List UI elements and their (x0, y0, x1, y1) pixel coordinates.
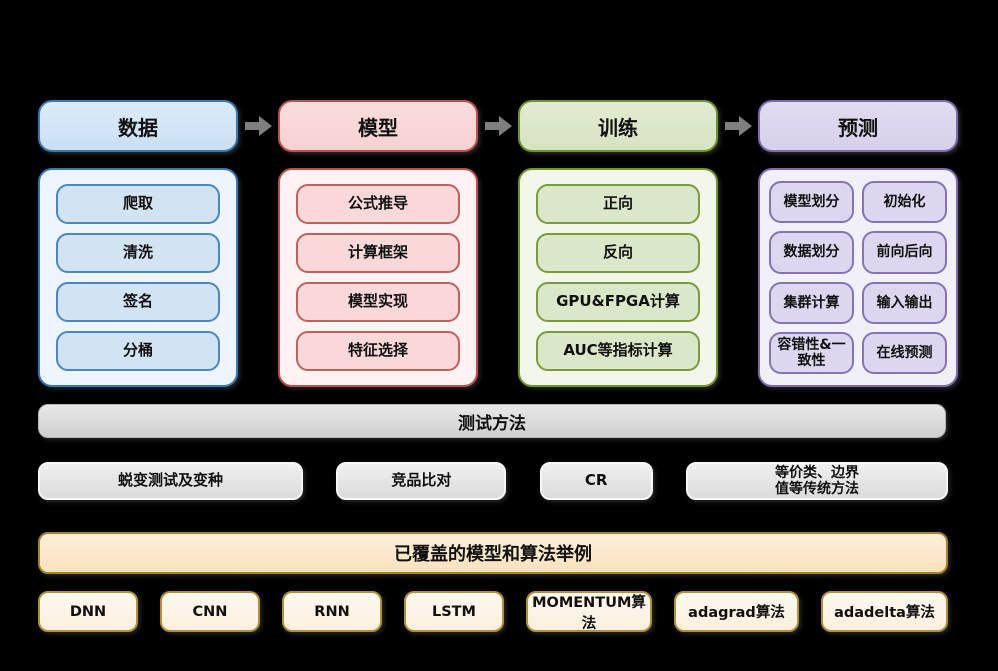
test-methods-row: 蜕变测试及变种 竞品比对 CR 等价类、边界值等传统方法 (38, 462, 948, 500)
pipeline-item: 初始化 (862, 181, 947, 224)
pipeline-item: 输入输出 (862, 281, 947, 324)
pipeline-item-label: 反向 (602, 243, 633, 262)
pipeline-item-label: 模型划分 (783, 194, 840, 211)
pipeline-item-label: 初始化 (883, 194, 926, 211)
panel-training: 正向反向 GPU&FPGA计算 AUC等指标计算 (518, 168, 718, 387)
panel-data: 爬取清洗签名分桶 (38, 168, 238, 387)
algorithms-bar: 已覆盖的模型和算法举例 (38, 532, 948, 574)
pipeline-item: 特征选择 (296, 331, 460, 371)
spacer (238, 168, 278, 387)
pipeline-item: 清洗 (56, 233, 220, 273)
test-methods-title: 测试方法 (458, 413, 526, 434)
pipeline-item-label: 清洗 (122, 243, 153, 262)
algorithm-label: RNN (314, 603, 350, 620)
algorithm-label: adadelta算法 (834, 605, 935, 621)
test-method-box: 竞品比对 (336, 462, 507, 500)
test-methods-bar: 测试方法 (38, 404, 946, 438)
stage-header-label: 预测 (838, 115, 878, 140)
algorithm-box: LSTM (404, 591, 504, 632)
stage-header-training: 训练 (518, 100, 718, 152)
pipeline-item-label: 在线预测 (876, 344, 933, 361)
pipeline-item: 模型划分 (769, 181, 854, 224)
pipeline-item: 签名 (56, 282, 220, 322)
algorithm-box: adagrad算法 (674, 591, 799, 632)
pipeline-item: 爬取 (56, 184, 220, 224)
test-method-label: 蜕变测试及变种 (117, 471, 223, 490)
pipeline-item: 计算框架 (296, 233, 460, 273)
pipeline-item-label: 正向 (602, 194, 633, 213)
pipeline-item-label: AUC等指标计算 (563, 341, 673, 360)
pipeline-item-label: 签名 (122, 292, 153, 311)
stage-header-label: 模型 (358, 115, 398, 140)
algorithms-title: 已覆盖的模型和算法举例 (394, 544, 592, 565)
pipeline-item-label: GPU&FPGA计算 (556, 292, 680, 311)
stage-header-label: 数据 (118, 115, 158, 140)
pipeline-item-label: 计算框架 (347, 243, 408, 262)
test-method-box: CR (539, 462, 653, 500)
pipeline-item-label: 容错性&一致性 (777, 336, 846, 369)
pipeline-item: 反向 (536, 233, 700, 273)
algorithm-label: CNN (192, 603, 228, 620)
right-arrow-icon (244, 116, 272, 136)
pipeline-item: GPU&FPGA计算 (536, 282, 700, 322)
algorithm-box: MOMENTUM算法 (526, 591, 652, 632)
pipeline-item: 公式推导 (296, 184, 460, 224)
pipeline-item: 容错性&一致性 (769, 331, 854, 374)
algorithm-label: DNN (69, 603, 107, 620)
pipeline-item: 正向 (536, 184, 700, 224)
pipeline-item: 数据划分 (769, 231, 854, 274)
spacer (718, 168, 758, 387)
panel-model: 公式推导计算框架模型实现特征选择 (278, 168, 478, 387)
test-method-box: 蜕变测试及变种 (38, 462, 303, 500)
algorithms-row: DNN CNN RNN LSTM MOMENTUM算法 adagrad算法 adadelta… (38, 591, 948, 632)
stage-header-prediction: 预测 (758, 100, 958, 152)
pipeline-item: 集群计算 (769, 281, 854, 324)
pipeline-item: 模型实现 (296, 282, 460, 322)
algorithm-box: adadelta算法 (821, 591, 948, 632)
algorithm-box: CNN (160, 591, 260, 632)
stage-header-label: 训练 (598, 115, 638, 140)
pipeline-item-label: 数据划分 (783, 244, 840, 261)
pipeline-item: 分桶 (56, 331, 220, 371)
spacer (478, 168, 518, 387)
arrow-cell (238, 100, 278, 152)
pipeline-panel-row: 爬取清洗签名分桶 公式推导计算框架模型实现特征选择 正向反向 GPU&FPGA计算… (38, 168, 958, 387)
stage-header-model: 模型 (278, 100, 478, 152)
pipeline-item-label: 爬取 (122, 194, 153, 213)
algorithm-label: MOMENTUM算法 (532, 594, 646, 632)
test-method-label: 竞品比对 (391, 471, 452, 490)
arrow-cell (478, 100, 518, 152)
algorithm-box: DNN (38, 591, 138, 632)
pipeline-item-label: 模型实现 (347, 292, 408, 311)
pipeline-item-label: 特征选择 (347, 341, 408, 360)
algorithm-box: RNN (282, 591, 382, 632)
arrow-cell (718, 100, 758, 152)
pipeline-item: AUC等指标计算 (536, 331, 700, 371)
test-method-box: 等价类、边界值等传统方法 (685, 462, 948, 500)
panel-prediction: 模型划分 初始化数据划分 前向后向集群计算 输入输出容错性&一致性 在线预测 (758, 168, 958, 387)
pipeline-header-row: 数据 模型 训练 预测 (38, 100, 958, 152)
pipeline-item-label: 公式推导 (347, 194, 408, 213)
algorithm-label: LSTM (431, 603, 476, 620)
algorithm-label: adagrad算法 (688, 605, 785, 621)
right-arrow-icon (484, 116, 512, 136)
right-arrow-icon (724, 116, 752, 136)
test-method-label: CR (584, 471, 608, 490)
pipeline-item-label: 输入输出 (876, 294, 933, 311)
pipeline-item: 在线预测 (862, 331, 947, 374)
pipeline-item-label: 前向后向 (876, 244, 933, 261)
stage-header-data: 数据 (38, 100, 238, 152)
test-method-label: 等价类、边界值等传统方法 (774, 464, 859, 497)
pipeline-item-label: 集群计算 (783, 294, 840, 311)
pipeline-item: 前向后向 (862, 231, 947, 274)
pipeline-item-label: 分桶 (122, 341, 153, 360)
